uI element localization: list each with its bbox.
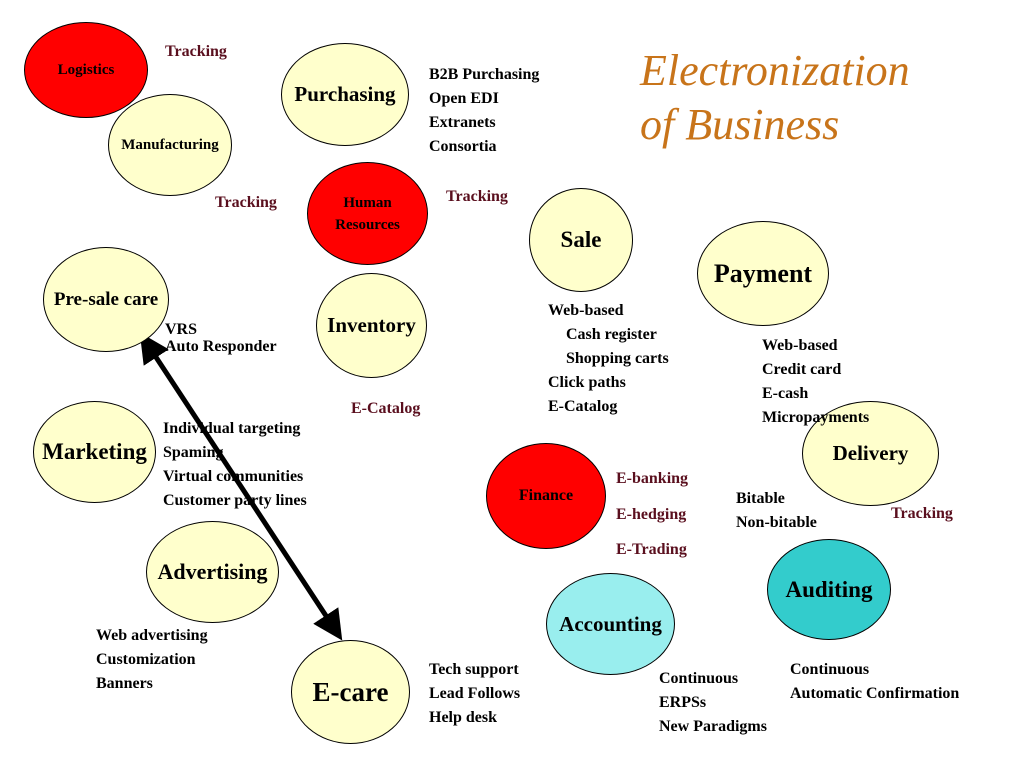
- node-inventory-label: Inventory: [327, 313, 416, 337]
- label-e-catalog: E-Catalog: [351, 400, 421, 417]
- list-item: Web-based: [548, 302, 624, 319]
- node-hr-label-line-2: Resources: [335, 216, 400, 233]
- list-item: B2B Purchasing: [429, 66, 540, 83]
- title-line-1: Electronization: [640, 46, 910, 95]
- list-item: Individual targeting: [163, 420, 301, 437]
- node-finance-label: Finance: [518, 487, 574, 504]
- node-purchasing: Purchasing: [281, 43, 409, 146]
- node-accounting-label: Accounting: [559, 611, 662, 636]
- node-advertising-label: Advertising: [157, 559, 268, 584]
- node-manufacturing: Manufacturing: [108, 94, 232, 196]
- node-sale: Sale: [529, 188, 633, 292]
- node-delivery: Delivery: [802, 401, 939, 506]
- list-item: Micropayments: [762, 409, 870, 426]
- node-sale-label: Sale: [560, 227, 602, 252]
- node-accounting: Accounting: [546, 573, 675, 675]
- list-item: New Paradigms: [659, 718, 767, 735]
- label-e-trading: E-Trading: [616, 541, 687, 558]
- list-item: ERPSs: [659, 694, 707, 711]
- list-delivery: Bitable Non-bitable: [736, 487, 817, 535]
- list-item: Extranets: [429, 114, 496, 131]
- list-item: Help desk: [429, 709, 498, 726]
- list-item: E-cash: [762, 385, 809, 402]
- node-marketing-label: Marketing: [42, 439, 147, 464]
- node-advertising: Advertising: [146, 521, 279, 623]
- list-item: Bitable: [736, 490, 785, 507]
- node-finance: Finance: [486, 443, 606, 549]
- list-item: Open EDI: [429, 90, 499, 107]
- list-item: Continuous: [790, 661, 870, 678]
- list-advertising: Web advertising Customization Banners: [96, 624, 208, 696]
- node-payment-label: Payment: [713, 258, 813, 288]
- list-item: Cash register: [558, 326, 657, 343]
- node-inventory: Inventory: [316, 273, 427, 378]
- node-logistics-label: Logistics: [57, 61, 115, 78]
- list-item: VRS: [165, 321, 198, 338]
- node-hr-label-line-1: Human: [343, 194, 392, 211]
- list-item: Banners: [96, 675, 153, 692]
- list-item: E-Catalog: [548, 398, 618, 415]
- node-purchasing-label: Purchasing: [294, 82, 396, 106]
- list-item: Credit card: [762, 361, 842, 378]
- list-item: Consortia: [429, 138, 497, 155]
- node-auditing: Auditing: [767, 539, 891, 640]
- node-logistics: Logistics: [24, 22, 148, 118]
- label-tracking-logistics: Tracking: [165, 43, 227, 60]
- title-line-2: of Business: [640, 100, 840, 149]
- list-payment: Web-based Credit card E-cash Micropaymen…: [762, 334, 869, 430]
- node-manufacturing-label: Manufacturing: [121, 136, 219, 153]
- list-item: Spaming: [163, 444, 224, 461]
- label-tracking-hr: Tracking: [446, 188, 508, 205]
- list-sale: Web-based Cash register Shopping carts C…: [548, 299, 669, 419]
- list-item: Customization: [96, 651, 196, 668]
- list-item: Web-based: [762, 337, 838, 354]
- list-accounting: Continuous ERPSs New Paradigms: [659, 667, 767, 739]
- label-tracking-manufacturing: Tracking: [215, 194, 277, 211]
- node-payment: Payment: [697, 221, 829, 326]
- node-delivery-label: Delivery: [832, 441, 909, 465]
- node-marketing: Marketing: [33, 401, 156, 503]
- list-item: Web advertising: [96, 627, 208, 644]
- label-tracking-delivery: Tracking: [891, 505, 953, 522]
- node-human-resources: Human Resources: [307, 162, 428, 265]
- list-e-care: Tech support Lead Follows Help desk: [429, 658, 520, 730]
- list-marketing: Individual targeting Spaming Virtual com…: [163, 417, 307, 513]
- label-e-hedging: E-hedging: [616, 506, 687, 523]
- list-item: Auto Responder: [165, 338, 277, 355]
- list-item: Click paths: [548, 374, 626, 391]
- label-e-banking: E-banking: [616, 470, 689, 487]
- list-item: Non-bitable: [736, 514, 817, 531]
- list-item: Virtual communities: [163, 468, 304, 485]
- node-pre-sale-care-label: Pre-sale care: [53, 288, 159, 310]
- list-purchasing: B2B Purchasing Open EDI Extranets Consor…: [429, 63, 539, 159]
- node-e-care-label: E-care: [312, 676, 389, 707]
- node-e-care: E-care: [291, 640, 410, 744]
- node-auditing-label: Auditing: [785, 576, 873, 602]
- page-title: Electronization of Business: [640, 44, 910, 152]
- list-item: Customer party lines: [163, 492, 307, 509]
- list-item: Continuous: [659, 670, 739, 687]
- list-item: Tech support: [429, 661, 519, 678]
- list-item: Automatic Confirmation: [790, 685, 960, 702]
- list-pre-sale-care: VRS Auto Responder: [165, 321, 277, 355]
- node-pre-sale-care: Pre-sale care: [43, 247, 169, 352]
- list-item: Lead Follows: [429, 685, 521, 702]
- list-item: Shopping carts: [558, 350, 669, 367]
- list-auditing: Continuous Automatic Confirmation: [790, 658, 959, 706]
